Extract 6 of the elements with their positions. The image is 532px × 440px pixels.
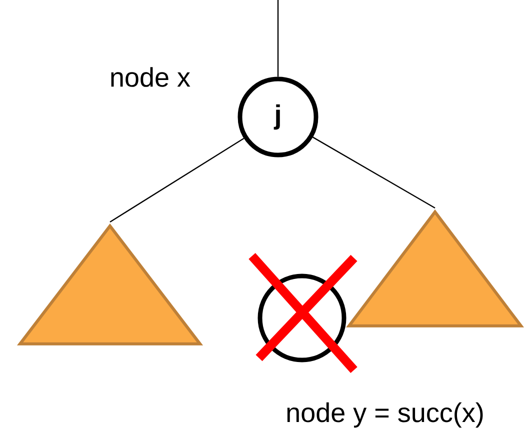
tree-edge xyxy=(277,0,279,77)
tree-edge xyxy=(312,136,436,209)
node-label: node y = succ(x) xyxy=(287,402,483,428)
node-label: node x xyxy=(111,67,190,87)
tree-node-circle xyxy=(258,274,346,362)
tree-edge xyxy=(110,138,244,222)
